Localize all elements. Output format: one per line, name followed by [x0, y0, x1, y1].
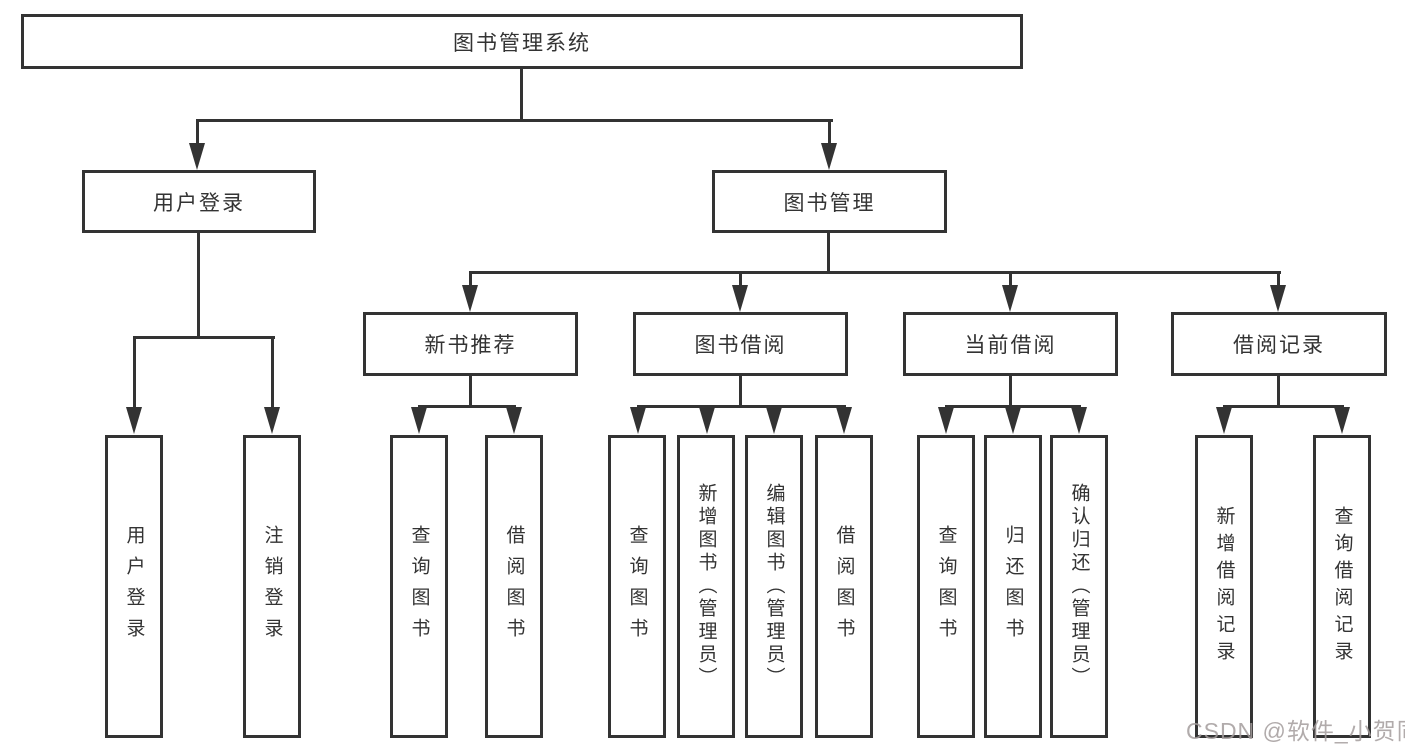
arrowhead-down-icon: [1270, 285, 1286, 312]
node-label: 借阅记录: [1233, 334, 1325, 357]
connector-line: [469, 375, 472, 407]
arrowhead-down-icon: [938, 407, 954, 434]
arrowhead-down-icon: [732, 285, 748, 312]
node-book-borrowing: 图书借阅: [633, 312, 848, 376]
leaf-user-login: 用户登录: [105, 435, 163, 738]
node-borrowing-records: 借阅记录: [1171, 312, 1387, 376]
node-label: 当前借阅: [964, 334, 1057, 357]
leaf-label: 新增借阅记录: [1213, 505, 1235, 668]
leaf-label: 编辑图书（管理员）: [763, 483, 785, 690]
node-label: 新书推荐: [424, 334, 517, 357]
connector-line: [1277, 273, 1280, 288]
arrowhead-down-icon: [264, 407, 280, 434]
leaf-label: 查询图书: [626, 524, 648, 649]
leaf-return-books: 归还图书: [984, 435, 1042, 738]
connector-line: [1223, 405, 1344, 408]
leaf-label: 查询图书: [408, 524, 430, 649]
connector-line: [1009, 273, 1012, 288]
leaf-query-books-recommend: 查询图书: [390, 435, 448, 738]
arrowhead-down-icon: [1334, 407, 1350, 434]
leaf-logout: 注销登录: [243, 435, 301, 738]
leaf-borrow-books-recommend: 借阅图书: [485, 435, 543, 738]
connector-line: [945, 405, 1081, 408]
connector-line: [827, 232, 830, 273]
leaf-label: 注销登录: [261, 524, 283, 649]
connector-line: [828, 121, 831, 146]
node-label: 图书管理: [783, 191, 876, 215]
node-book-management: 图书管理: [712, 170, 947, 233]
arrowhead-down-icon: [1216, 407, 1232, 434]
leaf-label: 确认归还（管理员）: [1068, 483, 1090, 690]
arrowhead-down-icon: [766, 407, 782, 434]
leaf-add-borrow-record: 新增借阅记录: [1195, 435, 1253, 738]
leaf-label: 借阅图书: [833, 524, 855, 649]
leaf-label: 查询图书: [935, 524, 957, 649]
arrowhead-down-icon: [126, 407, 142, 434]
connector-line: [637, 405, 846, 408]
node-label: 用户登录: [153, 191, 245, 215]
connector-line: [469, 273, 472, 288]
connector-line: [271, 336, 274, 410]
leaf-query-books-current: 查询图书: [917, 435, 975, 738]
connector-line: [1009, 375, 1012, 407]
connector-line: [196, 121, 199, 146]
leaf-add-books-admin: 新增图书（管理员）: [677, 435, 735, 738]
leaf-query-books-borrow: 查询图书: [608, 435, 666, 738]
leaf-query-borrow-record: 查询借阅记录: [1313, 435, 1371, 738]
leaf-edit-books-admin: 编辑图书（管理员）: [745, 435, 803, 738]
leaf-borrow-books-borrow: 借阅图书: [815, 435, 873, 738]
node-new-book-recommendation: 新书推荐: [363, 312, 578, 376]
leaf-label: 借阅图书: [503, 524, 525, 649]
connector-line: [739, 375, 742, 407]
connector-line: [739, 273, 742, 288]
connector-line: [520, 68, 523, 120]
leaf-label: 新增图书（管理员）: [695, 483, 717, 690]
leaf-label: 查询借阅记录: [1331, 505, 1353, 668]
arrowhead-down-icon: [1002, 285, 1018, 312]
connector-line: [418, 405, 516, 408]
node-user-login: 用户登录: [82, 170, 316, 233]
arrowhead-down-icon: [1071, 407, 1087, 434]
connector-line: [196, 119, 833, 122]
node-label: 图书借阅: [694, 334, 787, 357]
node-library-management-system: 图书管理系统: [21, 14, 1023, 69]
arrowhead-down-icon: [462, 285, 478, 312]
leaf-label: 用户登录: [123, 524, 145, 649]
connector-line: [133, 336, 136, 410]
connector-line: [469, 271, 1281, 274]
connector-line: [197, 232, 200, 338]
leaf-label: 归还图书: [1002, 524, 1024, 649]
node-current-borrowing: 当前借阅: [903, 312, 1118, 376]
arrowhead-down-icon: [506, 407, 522, 434]
csdn-watermark: CSDN @软件_小贺同学: [1186, 718, 1405, 744]
arrowhead-down-icon: [699, 407, 715, 434]
arrowhead-down-icon: [836, 407, 852, 434]
connector-line: [133, 336, 275, 339]
connector-line: [1277, 375, 1280, 407]
arrowhead-down-icon: [411, 407, 427, 434]
arrowhead-down-icon: [1005, 407, 1021, 434]
leaf-confirm-return-admin: 确认归还（管理员）: [1050, 435, 1108, 738]
arrowhead-down-icon: [189, 143, 205, 170]
arrowhead-down-icon: [821, 143, 837, 170]
arrowhead-down-icon: [630, 407, 646, 434]
node-label: 图书管理系统: [453, 31, 591, 55]
